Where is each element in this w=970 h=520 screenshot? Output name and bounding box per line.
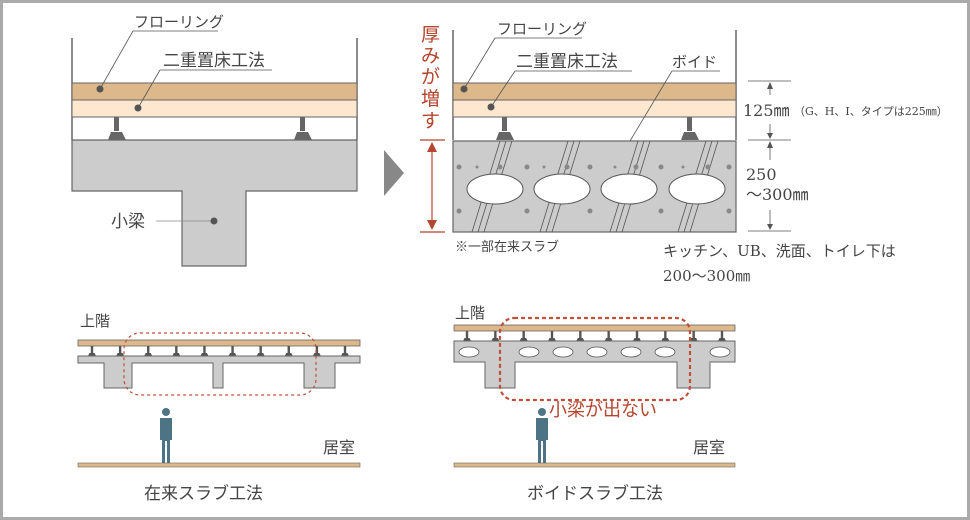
- label-room: 居室: [693, 438, 725, 457]
- highlight-dashed-outline: [123, 332, 317, 396]
- conventional-overview: 上階 居室 在来スラブ工法: [77, 312, 361, 504]
- floor-support: [661, 331, 670, 341]
- double-floor-layer: [71, 99, 358, 118]
- svg-text:が: が: [421, 66, 440, 88]
- flooring-layer: [71, 82, 358, 101]
- caption-conventional: 在来スラブ工法: [144, 483, 263, 504]
- floor-support: [294, 117, 312, 140]
- floor-support: [88, 346, 96, 356]
- floor-support: [496, 117, 514, 140]
- void-leader: [629, 70, 673, 142]
- svg-text:す: す: [421, 110, 440, 132]
- thickness-increase-label: 厚 み が 増 す: [421, 24, 440, 132]
- note-partial-conventional: ※一部在来スラブ: [455, 239, 559, 255]
- flooring-dot: [460, 85, 468, 93]
- label-flooring: フローリング: [134, 13, 224, 31]
- beam-dot: [210, 217, 218, 225]
- voids: [458, 346, 731, 358]
- void-overview: 上階 小梁が出ない 居室 ボイドスラブ工法: [453, 304, 736, 504]
- void-hole: [518, 346, 540, 358]
- person-icon: [160, 408, 172, 464]
- svg-text:厚: 厚: [421, 24, 440, 46]
- concrete-slab-with-beams: [77, 355, 361, 389]
- dim-upper-note: （G、H、I、タイプは225㎜）: [794, 105, 948, 118]
- floor-support: [172, 346, 181, 356]
- floor-support: [116, 346, 125, 356]
- double-floor-dot: [134, 104, 142, 112]
- flooring-dot: [96, 85, 104, 93]
- floor-support: [633, 331, 641, 341]
- upper-flooring: [453, 324, 736, 332]
- floor-support: [256, 346, 265, 356]
- note-kitchen-line1: キッチン、UB、洗面、トイレ下は: [663, 242, 896, 260]
- dim-upper-value: 125㎜: [743, 101, 790, 120]
- void-slab-section: フローリング 二重置床工法 ボイド 厚 み が 増 す ※一部在来スラブ: [420, 20, 948, 285]
- label-double-floor: 二重置床工法: [516, 52, 618, 72]
- floor-support: [144, 346, 153, 356]
- void-hole: [709, 346, 731, 358]
- void-hole: [458, 346, 480, 358]
- floor-support: [681, 117, 699, 140]
- double-floor-layer: [452, 99, 737, 118]
- void-hole: [533, 173, 591, 205]
- floor-supports: [88, 346, 349, 356]
- void-hole: [586, 346, 608, 358]
- svg-text:増: 増: [421, 88, 440, 110]
- void-hole: [552, 346, 574, 358]
- floor-support: [548, 331, 556, 341]
- double-floor-leader: [137, 69, 161, 109]
- label-room: 居室: [323, 438, 355, 457]
- transition-arrow-icon: [384, 150, 404, 196]
- label-void: ボイド: [672, 53, 717, 71]
- flooring-leader: [463, 37, 496, 90]
- room-floor: [77, 462, 361, 468]
- upper-flooring: [77, 339, 361, 347]
- floor-support: [718, 331, 726, 341]
- label-upper-floor: 上階: [80, 312, 110, 330]
- label-flooring: フローリング: [497, 20, 587, 38]
- dimension-markers: [748, 80, 791, 232]
- floor-supports: [463, 331, 726, 341]
- floor-support: [491, 331, 500, 341]
- void-hole: [620, 346, 642, 358]
- void-hole: [654, 346, 676, 358]
- concrete-slab-with-beam: [71, 139, 358, 267]
- floor-support: [341, 346, 349, 356]
- person-icon: [536, 408, 548, 464]
- room-floor: [453, 462, 736, 468]
- void-hole: [466, 173, 524, 205]
- voids: [466, 173, 726, 205]
- floor-support: [108, 117, 126, 140]
- callout-no-beam: 小梁が出ない: [549, 400, 657, 421]
- note-kitchen-line2: 200～300㎜: [663, 267, 750, 285]
- label-double-floor: 二重置床工法: [163, 51, 265, 71]
- void-hole: [668, 173, 726, 205]
- dim-lower-value-line1: 250: [746, 165, 777, 184]
- floor-support: [576, 331, 585, 341]
- svg-text:み: み: [421, 45, 440, 67]
- void-hole: [600, 173, 658, 205]
- label-beam: 小梁: [111, 212, 145, 232]
- floor-support: [604, 331, 613, 341]
- floor-support: [312, 346, 321, 356]
- dim-lower-value-line2: ～300㎜: [746, 185, 809, 204]
- flooring-leader: [99, 30, 134, 90]
- floor-support: [689, 331, 698, 341]
- rebar-dots: [456, 164, 732, 214]
- label-upper-floor: 上階: [455, 304, 485, 322]
- floor-support: [463, 331, 471, 341]
- highlight-dashed-outline: [498, 316, 692, 402]
- thickness-dimension-arrow-icon: [420, 139, 445, 233]
- floor-support: [200, 346, 209, 356]
- double-floor-dot: [487, 103, 495, 111]
- flooring-layer: [452, 82, 737, 101]
- double-floor-leader: [490, 70, 516, 108]
- caption-void-slab: ボイドスラブ工法: [527, 483, 663, 504]
- floor-support: [284, 346, 293, 356]
- floor-support: [519, 331, 528, 341]
- floor-support: [228, 346, 237, 356]
- conventional-section: フローリング 二重置床工法 小梁: [71, 13, 358, 267]
